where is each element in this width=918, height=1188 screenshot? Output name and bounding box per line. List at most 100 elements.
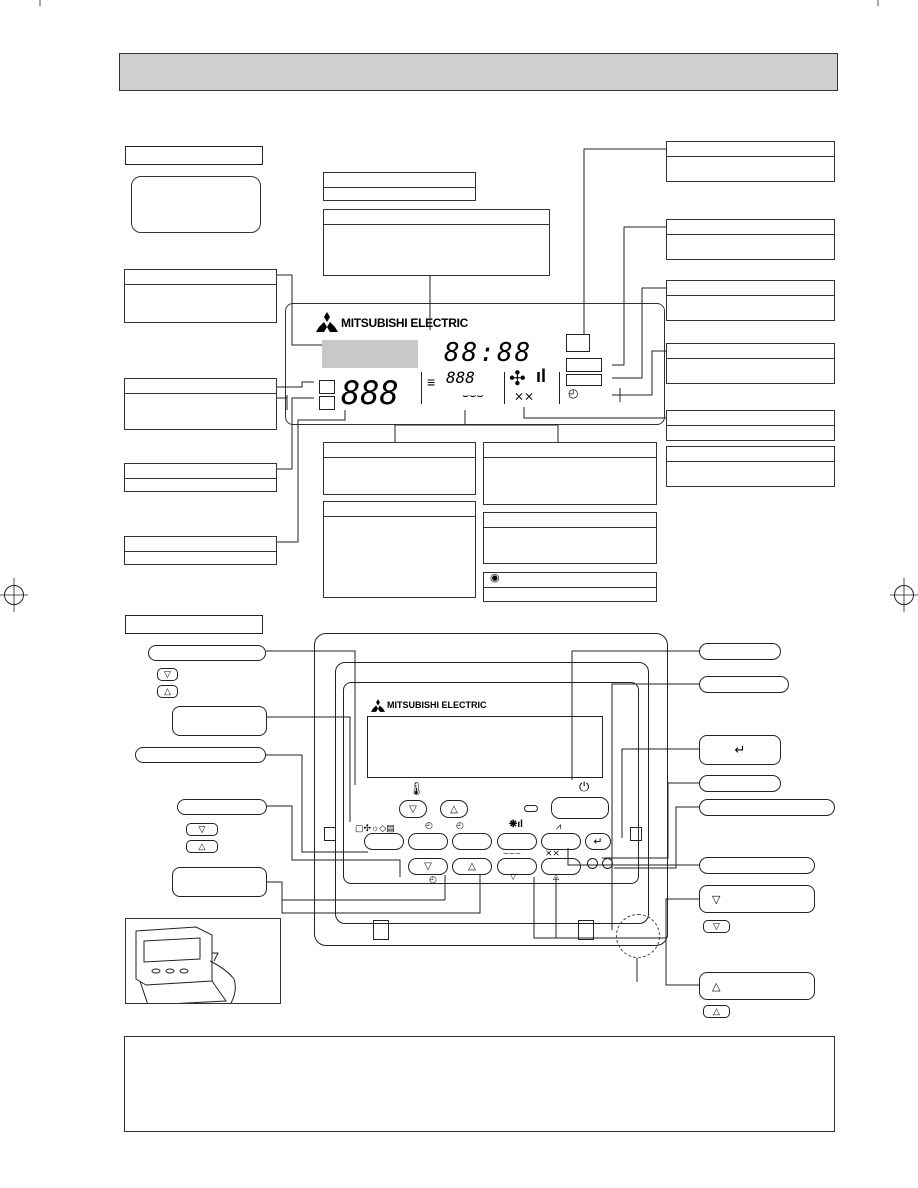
vane-symbol-label: ⩘ <box>556 821 562 831</box>
clock-digits: 88:88 <box>444 338 533 368</box>
callout-vane-up: △ <box>699 972 815 1000</box>
mode-button[interactable] <box>364 833 404 850</box>
display-divider-2 <box>504 372 505 404</box>
display-lcd: 88:88 888 ≡ 888 ⌣⌣⌣ ✣ ıl ⨯⨯ ◴ <box>314 334 632 412</box>
right-clip <box>578 920 594 940</box>
timer-mode-icon <box>566 358 602 372</box>
timer-up-button[interactable]: △ <box>452 858 492 875</box>
remote-brand-name: MITSUBISHI ELECTRIC <box>387 700 487 710</box>
enter-button[interactable]: ↵ <box>585 833 611 850</box>
remote-logo-icon <box>371 699 385 712</box>
mode-symbols-label: ▢✣☼◇▤ <box>355 823 395 833</box>
callout-timer-menu <box>172 706 267 736</box>
vane-up-label: △ <box>553 872 560 881</box>
louver-button[interactable] <box>497 858 537 875</box>
callout-timer-mode <box>666 219 835 260</box>
filter-icon <box>319 380 335 394</box>
clock-icon: ◴ <box>568 386 579 400</box>
reset-hole-indicator <box>616 914 660 958</box>
legend-down-arrow-1: ▽ <box>157 668 178 681</box>
ventilation-button[interactable] <box>541 858 581 875</box>
vane-button[interactable] <box>541 833 581 850</box>
section-header-display <box>125 146 263 165</box>
louver-digits: 888 <box>446 368 475 387</box>
temp-down-button[interactable]: ▽ <box>399 800 427 818</box>
temp-up-button[interactable]: △ <box>440 800 468 818</box>
callout-filter-button <box>699 857 815 874</box>
on-off-button[interactable] <box>551 797 609 819</box>
callout-centralized <box>124 463 277 492</box>
remote-temp-icon: 🌡︎ <box>408 781 425 796</box>
callout-day-of-week <box>323 172 476 201</box>
callout-timer-button <box>177 799 267 815</box>
louver-icon: ≡ <box>427 374 436 390</box>
callout-test-run <box>699 799 835 816</box>
callout-filter-check <box>124 378 277 430</box>
left-clip <box>373 920 389 940</box>
callout-standby <box>483 512 657 564</box>
callout-mode-button <box>135 747 266 763</box>
callout-simple-timer <box>666 280 835 321</box>
callout-clock-timer <box>323 209 550 276</box>
day-of-week-area <box>322 340 418 368</box>
fan-icon: ✣ <box>509 368 526 390</box>
vane-down-label: ▽ <box>510 872 517 881</box>
title-bar <box>119 53 838 91</box>
callout-power-button <box>699 643 781 660</box>
callout-louver <box>323 442 476 495</box>
vane-icon: ⌣⌣⌣ <box>462 390 484 402</box>
legend-down-arrow-2: ▽ <box>186 823 218 836</box>
display-divider-3 <box>559 372 560 404</box>
remote-inner-frame-2 <box>343 682 639 884</box>
callout-set-temperature <box>124 536 277 565</box>
callout-timer-onoff <box>172 867 267 897</box>
remote-controller: MITSUBISHI ELECTRIC 🌡︎ ⏻ ▽ △ ▢✣☼◇▤ ◴ ◴ ❋… <box>314 633 668 946</box>
timer-symbol-label-1: ◴ <box>425 820 433 830</box>
power-lamp <box>524 805 538 812</box>
timer-symbol-label-2: ◴ <box>456 820 464 830</box>
clock-button[interactable] <box>408 833 448 850</box>
louver-row-icon: ⌣⌣⌣ <box>503 848 521 858</box>
ventilation-icon: ⨯⨯ <box>514 389 535 403</box>
remote-power-icon: ⏻ <box>579 779 590 794</box>
right-side-square <box>630 827 642 841</box>
callout-power-lamp <box>699 676 789 693</box>
callout-defrost <box>323 501 476 598</box>
fan-speed-button[interactable] <box>497 833 537 850</box>
callout-temp-button <box>148 645 266 661</box>
callout-check-button <box>699 775 781 792</box>
simple-timer-icon <box>566 374 602 386</box>
callout-ventilation <box>666 410 835 441</box>
callout-vane <box>483 442 657 505</box>
left-side-square <box>324 827 336 841</box>
fan-symbol-label: ❋ıl <box>509 819 523 830</box>
fan-speed-bars-icon: ıl <box>536 366 547 386</box>
bottom-note-box <box>124 1036 835 1132</box>
legend-up-arrow-3: △ <box>703 1005 730 1018</box>
callout-sensor <box>666 141 835 182</box>
check-button[interactable] <box>587 858 598 869</box>
timer-menu-button[interactable] <box>452 833 492 850</box>
brand-name: MITSUBISHI ELECTRIC <box>341 316 468 330</box>
callout-indicator: ◉ <box>483 572 657 602</box>
legend-down-arrow-3: ▽ <box>703 920 730 933</box>
mitsubishi-logo-icon <box>316 312 338 332</box>
legend-up-arrow-1: △ <box>157 685 178 698</box>
timer-symbol-label-3: ◴ <box>429 874 437 884</box>
callout-enter-button: ↵ <box>699 735 781 765</box>
section-header-operation <box>125 615 263 634</box>
indicator-icon: ◉ <box>490 572 500 584</box>
remote-lcd <box>367 716 603 778</box>
note-box <box>131 176 261 233</box>
remote-inner-frame <box>335 662 649 924</box>
timer-down-button[interactable]: ▽ <box>408 858 448 875</box>
legend-up-arrow-2: △ <box>186 840 218 853</box>
display-divider-1 <box>421 372 422 404</box>
callout-operation-mode <box>124 269 277 323</box>
callout-fan-speed <box>666 446 835 487</box>
callout-auto-off <box>666 343 835 384</box>
cover-illustration <box>125 918 281 1004</box>
check-icon <box>319 396 335 410</box>
